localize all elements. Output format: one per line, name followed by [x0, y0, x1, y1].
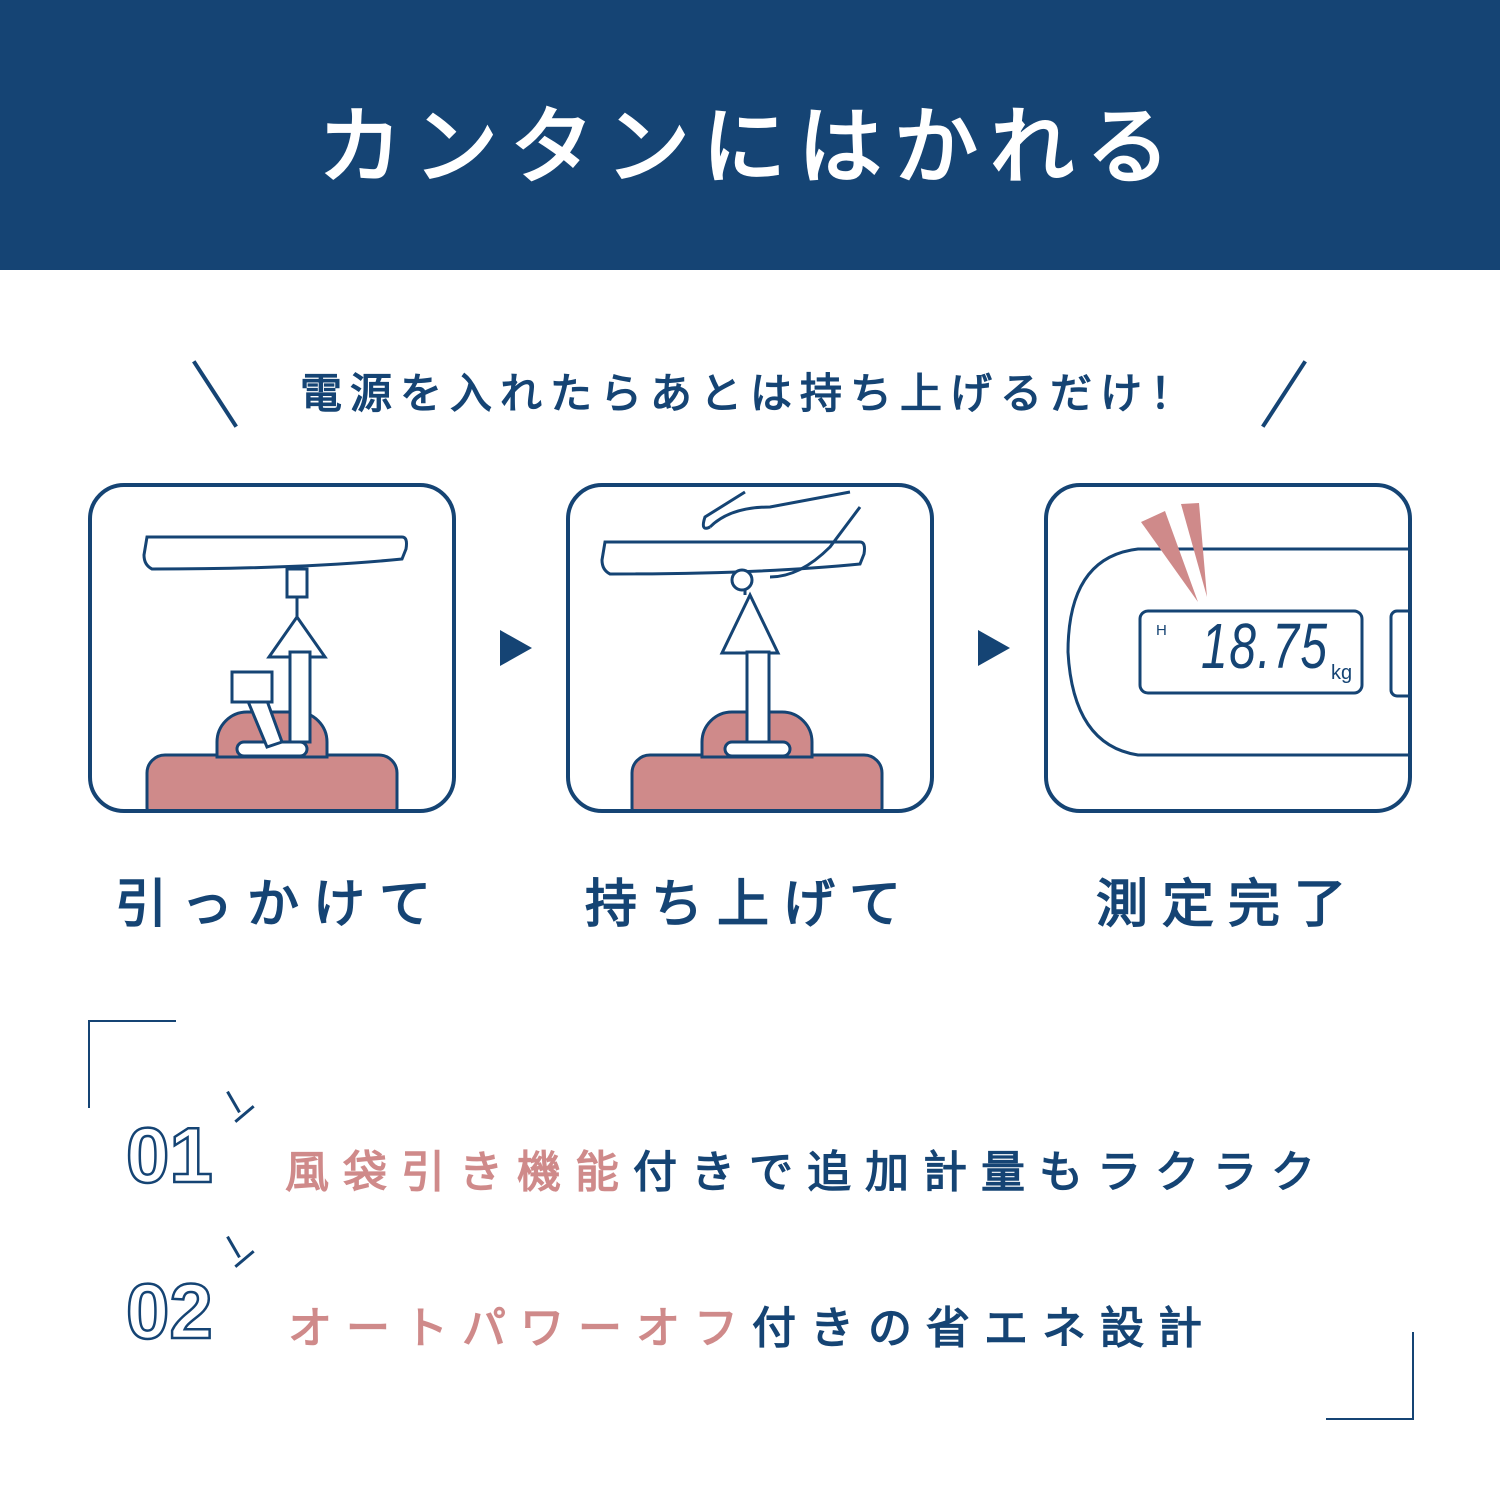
feature-1-text: 風袋引き機能付きで追加計量もラクラク — [285, 1136, 1329, 1200]
sparkle-icon — [226, 1235, 241, 1259]
page-title: カンタンにはかれる — [317, 98, 1182, 196]
corner-bracket-top-left — [88, 1020, 176, 1108]
next-arrow-icon — [978, 630, 1010, 666]
next-arrow-icon — [500, 630, 532, 666]
display-unit: kg — [1331, 662, 1353, 684]
feature-description: 付きで追加計量もラクラク — [633, 1147, 1329, 1198]
feature-number: 02 — [125, 1266, 214, 1357]
corner-bracket-bottom-right — [1326, 1332, 1414, 1420]
sparkle-icon — [226, 1090, 241, 1114]
feature-number: 01 — [125, 1110, 214, 1201]
scale-hook-bag-icon — [142, 535, 408, 809]
feature-description: 付きの省エネ設計 — [752, 1303, 1216, 1354]
subtitle: 電源を入れたらあとは持ち上げるだけ！ — [299, 369, 1200, 418]
lifting-hand-icon — [600, 490, 884, 809]
step-3-illustration: H 18.75 kg — [1044, 483, 1412, 813]
display-indicator: H — [1156, 622, 1167, 639]
step-1-label: 引っかけて — [114, 875, 445, 935]
header-banner: カンタンにはかれる — [0, 0, 1500, 270]
scale-display-icon — [1066, 503, 1408, 757]
feature-2-text: オートパワーオフ付きの省エネ設計 — [288, 1292, 1216, 1356]
feature-highlight: 風袋引き機能 — [285, 1147, 633, 1198]
feature-highlight: オートパワーオフ — [288, 1303, 752, 1354]
display-weight-value: 18.75 — [1201, 610, 1329, 682]
step-2-illustration — [566, 483, 934, 813]
step-3-label: 測定完了 — [1095, 875, 1360, 935]
step-1-illustration — [88, 483, 456, 813]
step-2-label: 持ち上げて — [584, 875, 915, 935]
